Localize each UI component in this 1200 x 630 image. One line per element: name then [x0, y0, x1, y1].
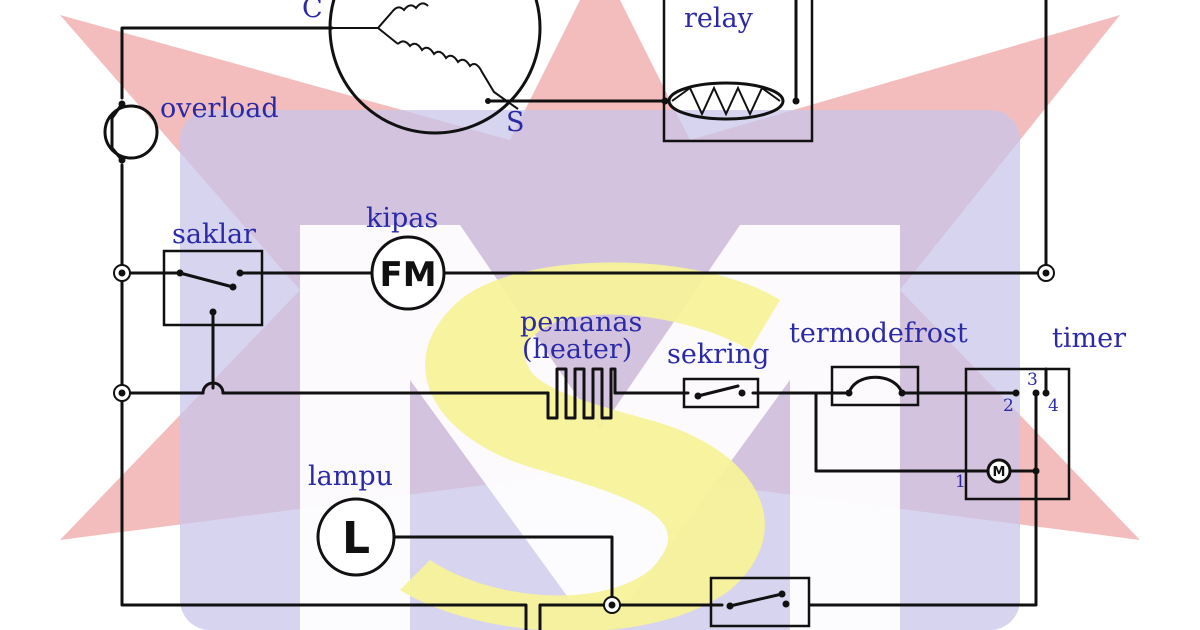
- timer-box: [964, 367, 1071, 501]
- wire-lamp-right: [392, 535, 614, 607]
- junction-left-heater: [113, 384, 131, 402]
- start-winding-coil: [397, 40, 519, 110]
- compressor-start-terminal: [485, 98, 491, 104]
- bottom-switch-contact-right: [782, 600, 790, 608]
- relay-coil-housing: [667, 81, 785, 121]
- compressor-motor: [328, 0, 542, 135]
- junction-nodes: [113, 264, 1055, 614]
- fan-motor-circle: [370, 235, 446, 311]
- timer-pin-4-dot: [1042, 389, 1050, 397]
- termodefrost-thermostat: [830, 365, 920, 407]
- lampu-label: lampu: [308, 461, 393, 492]
- wire-crossover-hop: [201, 381, 225, 395]
- relay-coil-zigzag: [671, 85, 781, 117]
- lamp-circle: [316, 497, 396, 577]
- timer-pin-2-label: 2: [1003, 396, 1014, 416]
- heater-label-line1: pemanas: [520, 307, 642, 338]
- saklar-label: saklar: [172, 219, 256, 250]
- bottom-switch-blade: [728, 592, 784, 608]
- run-winding-coil: [391, 2, 429, 13]
- overload-terminal-top: [118, 100, 126, 108]
- timer-motor-circle: [986, 458, 1012, 484]
- saklar-switch: [162, 249, 264, 327]
- overload-protector: [103, 100, 159, 164]
- lamp-symbol: L: [342, 513, 370, 564]
- sekring-blade: [696, 384, 740, 398]
- bottom-switch-box: [709, 576, 811, 628]
- defrost-timer: M 1 2 3 4: [955, 367, 1071, 501]
- saklar-contact-lamp: [209, 308, 217, 316]
- junction-bottom: [603, 596, 621, 614]
- timer-pin-3-dot: [1032, 389, 1040, 397]
- wire-bottom-switch: [538, 603, 724, 630]
- saklar-contact-right: [236, 269, 244, 277]
- timer-label: timer: [1052, 323, 1126, 354]
- timer-pin-4-label: 4: [1048, 396, 1059, 416]
- heater-label-line2: (heater): [522, 334, 632, 365]
- sekring-box: [682, 377, 760, 409]
- compressor-common-label: C: [302, 0, 323, 24]
- termodefrost-bimetal: [847, 375, 904, 395]
- timer-pin-3-label: 3: [1027, 370, 1038, 390]
- kipas-label: kipas: [366, 203, 438, 234]
- relay-label: relay: [684, 3, 754, 34]
- overload-label: overload: [160, 93, 279, 124]
- termodefrost-contact-right: [898, 389, 906, 397]
- compressor-housing: [328, 0, 542, 135]
- sekring-label: sekring: [667, 339, 769, 370]
- saklar-blade: [178, 271, 235, 289]
- termodefrost-contact-left: [845, 389, 853, 397]
- heater-element: [546, 367, 617, 420]
- relay-terminal-right: [792, 97, 800, 105]
- saklar-box: [162, 249, 264, 327]
- relay-terminal-left: [661, 97, 669, 105]
- sekring-fuse: [682, 377, 760, 409]
- compressor-start-branch: [377, 27, 399, 45]
- timer-motor-symbol: M: [993, 465, 1006, 480]
- relay: [661, 0, 814, 143]
- termodefrost-label: termodefrost: [789, 318, 968, 349]
- timer-motor-right-dot: [1032, 467, 1040, 475]
- fan-motor-symbol: FM: [379, 255, 436, 295]
- fan-motor: FM: [370, 235, 446, 311]
- overload-terminal-bottom: [118, 156, 126, 164]
- wire-top-left: [120, 26, 334, 100]
- overload-contact: [110, 102, 124, 162]
- timer-pin-2-dot: [1012, 389, 1020, 397]
- junction-right-fan: [1037, 264, 1055, 282]
- wire-termo-motor: [814, 391, 990, 473]
- heater-coil: [546, 367, 617, 420]
- relay-box: [662, 0, 814, 143]
- termodefrost-box: [830, 365, 920, 407]
- bottom-switch: [709, 576, 811, 628]
- watermark-letter-s: [400, 262, 780, 630]
- timer-pin-1-label: 1: [955, 472, 966, 492]
- wire-timer-common: [808, 391, 1038, 607]
- compressor-common-lead: [332, 11, 393, 29]
- overload-housing: [103, 104, 159, 160]
- compressor-start-label: S: [506, 107, 525, 138]
- sekring-contact-right: [738, 389, 746, 397]
- junction-left-fan: [113, 264, 131, 282]
- lamp: L: [316, 497, 396, 577]
